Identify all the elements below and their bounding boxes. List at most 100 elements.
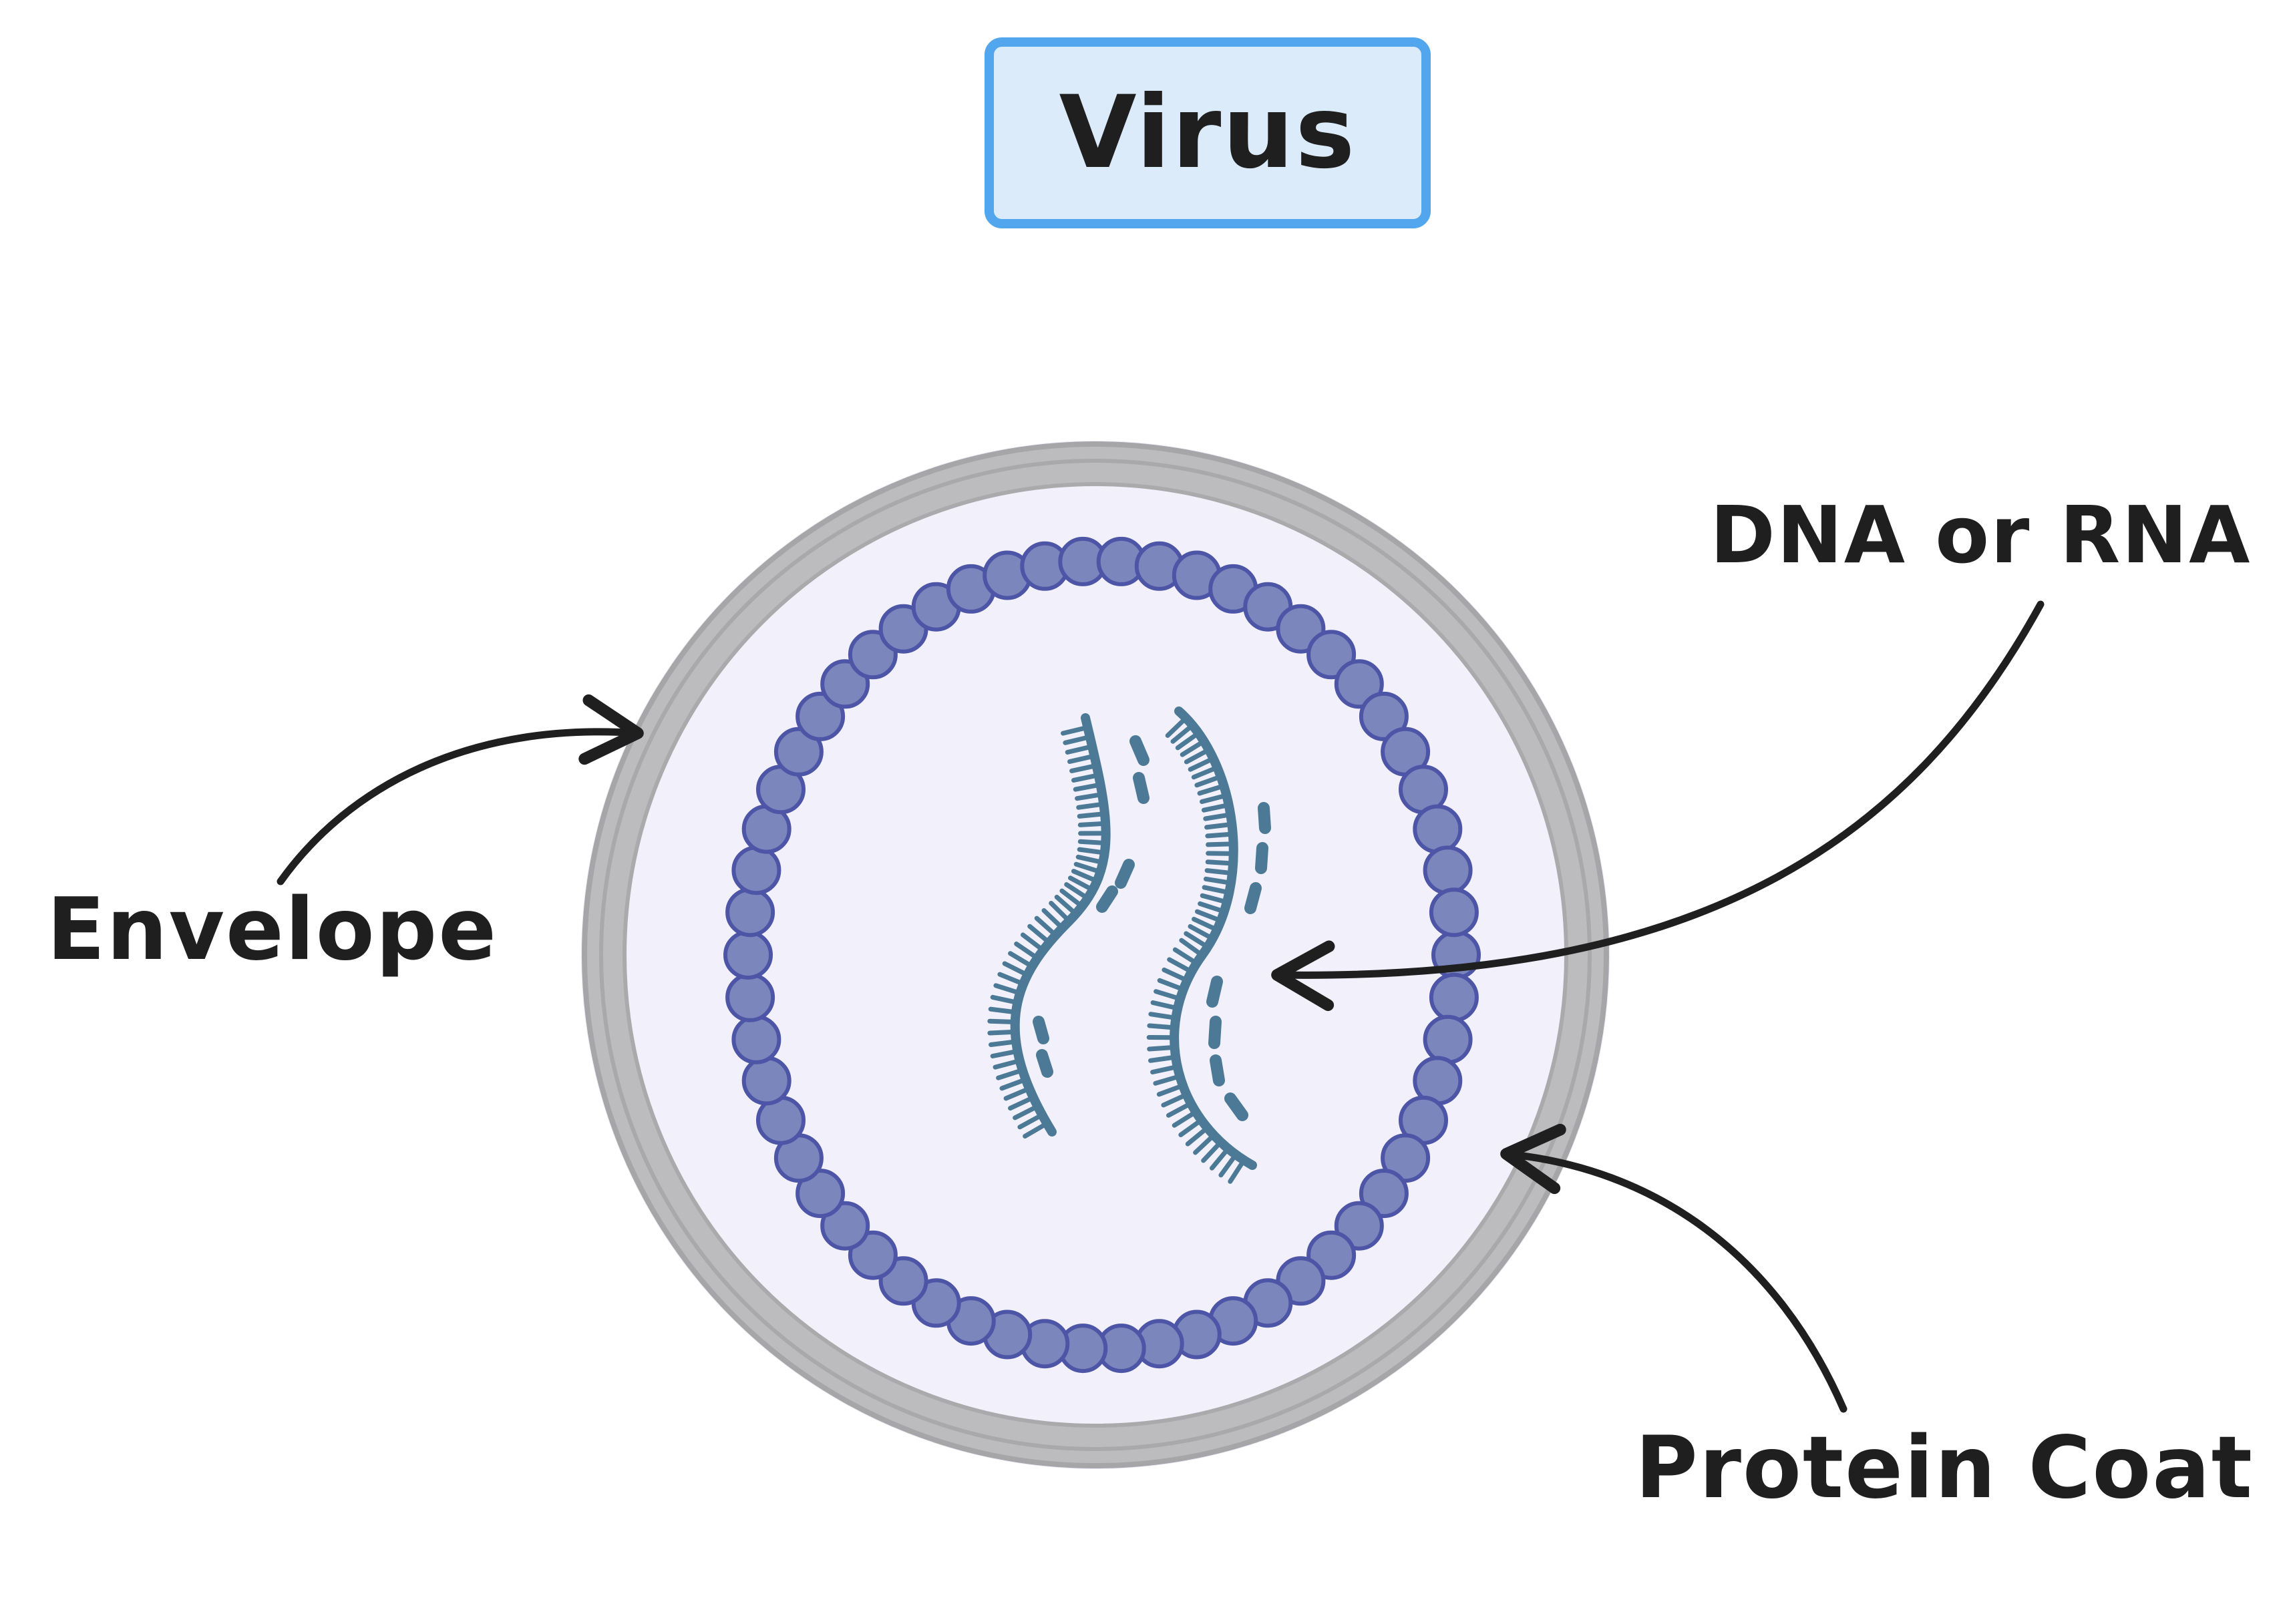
capsomere	[796, 691, 846, 741]
base-tick	[1185, 1125, 1210, 1147]
base-tick	[1200, 893, 1230, 905]
base-tick	[1172, 1109, 1198, 1128]
strand-right-bases	[1146, 715, 1246, 1184]
base-tick	[1162, 967, 1190, 983]
capsomere	[1423, 1014, 1473, 1064]
base-tick	[1077, 811, 1107, 819]
base-tick	[1156, 1083, 1186, 1097]
base-tick	[1198, 901, 1227, 914]
capsomere	[1413, 804, 1463, 854]
nucleic-fragment	[1224, 1092, 1248, 1121]
base-tick	[1154, 989, 1183, 1002]
capsomere	[820, 1201, 870, 1251]
base-tick	[1150, 1000, 1180, 1011]
nucleic-fragment	[1036, 1049, 1053, 1078]
capsomere	[1359, 1169, 1409, 1219]
capsomere	[1359, 691, 1409, 741]
base-tick	[1041, 908, 1065, 931]
capsomere	[1423, 845, 1473, 895]
base-tick	[1068, 875, 1095, 893]
base-tick	[1200, 793, 1229, 804]
base-tick	[1203, 812, 1233, 821]
base-tick	[1075, 792, 1105, 801]
nucleic-fragment	[1033, 1016, 1049, 1044]
base-tick	[1206, 841, 1236, 847]
base-tick	[1205, 859, 1236, 866]
capsomere	[1429, 972, 1479, 1022]
base-tick	[1059, 888, 1085, 909]
strand-left-bases	[987, 725, 1109, 1139]
nucleic-fragment	[1244, 882, 1262, 914]
base-tick	[1023, 1121, 1049, 1139]
base-tick	[1201, 1139, 1224, 1163]
protein-coat-arrow	[1500, 1123, 1847, 1413]
base-tick	[1201, 802, 1232, 813]
base-tick	[1210, 1146, 1231, 1171]
base-tick	[1206, 851, 1236, 856]
base-tick	[1161, 1092, 1190, 1108]
dna-rna-label: DNA or RNA	[1710, 489, 2252, 581]
capsomere	[796, 1169, 846, 1219]
capsomere	[1381, 1133, 1431, 1183]
base-tick	[1175, 731, 1201, 751]
base-tick	[1203, 876, 1234, 885]
base-tick	[1184, 931, 1210, 950]
base-tick	[1228, 1157, 1246, 1184]
base-tick	[1193, 1133, 1216, 1155]
base-tick	[997, 972, 1026, 986]
base-tick	[1002, 961, 1030, 978]
base-tick	[1064, 882, 1091, 901]
strand-fragments	[1033, 735, 1271, 1121]
base-tick	[1153, 1074, 1182, 1086]
base-tick	[1073, 782, 1103, 792]
base-tick	[1013, 1104, 1040, 1121]
base-tick	[1205, 831, 1236, 839]
protein-coat-label: Protein Coat	[1635, 1418, 2254, 1518]
capsomere	[725, 887, 775, 938]
base-tick	[1167, 957, 1194, 974]
nucleic-fragment	[1206, 976, 1223, 1008]
base-tick	[1061, 725, 1090, 736]
base-tick	[1204, 868, 1235, 876]
base-tick	[1178, 1117, 1204, 1137]
base-tick	[1172, 947, 1199, 966]
nucleic-fragment	[1129, 735, 1150, 766]
base-tick	[1166, 1100, 1194, 1118]
base-tick	[1218, 1152, 1238, 1178]
envelope-label: Envelope	[47, 880, 498, 980]
base-tick	[1150, 1064, 1180, 1074]
base-tick	[999, 1077, 1029, 1091]
base-tick	[1147, 1023, 1178, 1030]
base-tick	[1180, 739, 1206, 757]
nucleic-fragment	[1258, 802, 1271, 834]
nucleic-fragment	[1210, 1054, 1225, 1086]
base-tick	[1021, 932, 1046, 953]
base-tick	[1188, 924, 1215, 942]
base-tick	[1065, 744, 1095, 755]
capsomere	[741, 1056, 791, 1106]
base-tick	[1069, 763, 1099, 773]
base-tick	[1204, 821, 1234, 830]
envelope-inner-edge	[599, 459, 1592, 1451]
base-tick	[1063, 735, 1093, 745]
base-tick	[1077, 847, 1107, 855]
base-tick	[1071, 869, 1099, 883]
capsomere	[773, 727, 824, 777]
envelope-arrow	[277, 694, 644, 885]
base-tick	[993, 1058, 1023, 1070]
base-tick	[1073, 861, 1103, 875]
base-tick	[1197, 783, 1226, 796]
title-box: Virus	[985, 37, 1431, 228]
base-tick	[1076, 801, 1106, 810]
base-tick	[1194, 774, 1224, 788]
base-tick	[990, 1048, 1020, 1058]
base-tick	[1170, 723, 1195, 744]
base-tick	[1017, 1112, 1045, 1130]
base-tick	[1008, 951, 1035, 969]
base-tick	[1027, 924, 1052, 946]
base-tick	[1192, 916, 1220, 932]
base-tick	[993, 983, 1023, 996]
base-tick	[1157, 978, 1186, 992]
base-tick	[1054, 894, 1079, 917]
base-tick	[1191, 765, 1220, 780]
